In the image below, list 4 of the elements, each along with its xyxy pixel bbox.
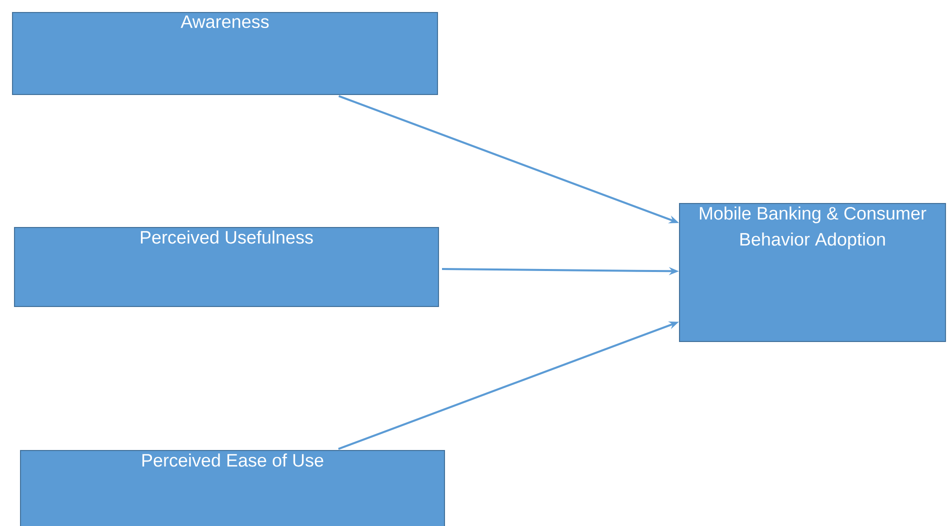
process-box: Awareness xyxy=(12,12,438,95)
process-box: Perceived Usefulness xyxy=(14,226,439,307)
process-box: Perceived Ease of Use xyxy=(20,450,445,526)
process-box: Mobile Banking & Consumer Behavior Adoption xyxy=(679,202,946,342)
